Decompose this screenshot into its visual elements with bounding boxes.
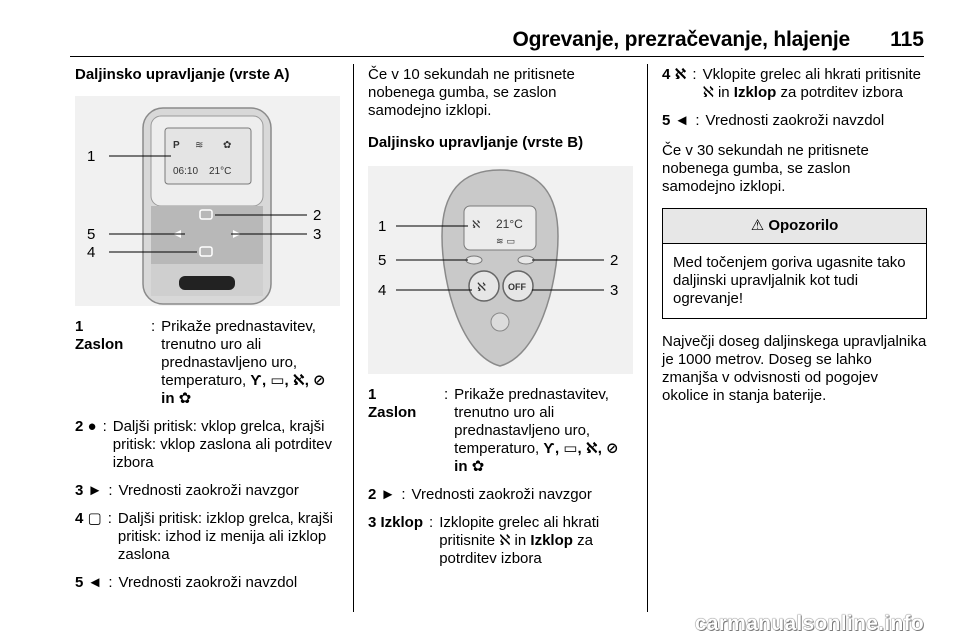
warning-body: Med točenjem goriva ugasnite tako daljin… <box>673 254 906 307</box>
button-right-b[interactable] <box>517 255 535 265</box>
page-header-title: Ogrevanje, prezračevanje, hlajenje <box>512 28 850 51</box>
column-divider-1 <box>353 64 354 612</box>
paragraph-timeout-30s: Če v 30 sekundah ne pritisnete nobenega … <box>662 142 869 195</box>
callout-b-3: 3 <box>610 282 618 299</box>
heat-icon-b: ℵ <box>477 280 486 294</box>
column-middle: Če v 10 sekundah ne pritisnete nobenega … <box>368 64 633 568</box>
legend-b-entry-2: 2 ► : Vrednosti zaokroži navzgor <box>368 486 592 503</box>
button-left-b[interactable] <box>465 255 483 265</box>
column-divider-2 <box>647 64 648 612</box>
section-heading-type-a: Daljinsko upravljanje (vrste A) <box>75 66 290 83</box>
callout-b-4: 4 <box>378 282 386 299</box>
page-number: 115 <box>890 28 924 51</box>
legend-entry-1: 1 Zaslon : Prikaže prednastavitev, trenu… <box>75 318 340 408</box>
header-rule <box>70 56 924 57</box>
warning-box: ⚠ Opozorilo Med točenjem goriva ugasnite… <box>662 208 927 319</box>
button-off[interactable] <box>199 246 213 257</box>
warning-title: Opozorilo <box>768 217 839 234</box>
button-off-b[interactable] <box>502 270 534 302</box>
legend-b-entry-1: 1 Zaslon : Prikaže prednastavitev, trenu… <box>368 386 619 475</box>
inline-icons: Ƴ, ▭, ℵ, ⊘ <box>543 440 619 457</box>
legend-term: 1 Zaslon <box>75 318 124 353</box>
button-heat-b[interactable] <box>468 270 500 302</box>
callout-b-2: 2 <box>610 252 618 269</box>
display-time: 06:10 <box>173 166 198 177</box>
callout-3: 3 <box>313 226 321 243</box>
callout-1: 1 <box>87 148 95 165</box>
display-temp-b: 21°C <box>496 217 523 231</box>
fan-icon: ✿ <box>223 140 231 151</box>
remote-type-a-illustration: P ≋ ✿ 06:10 21°C 1 2 3 4 5 <box>87 107 321 305</box>
legend-b-entry-3: 3 Izklop : Izklopite grelec ali hkrati p… <box>368 514 600 567</box>
callout-4: 4 <box>87 244 95 261</box>
display-temp: 21°C <box>209 166 231 177</box>
column-right: 4 ℵ : Vklopite grelec ali hkrati pritisn… <box>662 64 927 405</box>
remote-type-b-figure: 21°C ℵ ≋ ▭ ℵ OFF 1 2 3 4 5 <box>368 166 633 374</box>
warning-header: ⚠ Opozorilo <box>663 209 926 244</box>
display-icons-b: ≋ ▭ <box>496 237 515 247</box>
legend-entry-2: 2 ● : Daljši pritisk: vklop grelca, kraj… <box>75 418 333 471</box>
column-left: Daljinsko upravljanje (vrste A) P ≋ ✿ 06… <box>75 64 340 592</box>
remote-type-a-figure: P ≋ ✿ 06:10 21°C 1 2 3 4 5 <box>75 96 340 306</box>
warning-icon: ⚠ <box>750 217 765 234</box>
display-p-icon: P <box>173 140 180 151</box>
remote-type-b-illustration: 21°C ℵ ≋ ▭ ℵ OFF 1 2 3 4 5 <box>378 169 618 367</box>
callout-b-1: 1 <box>378 218 386 235</box>
fan-icon: in ✿ <box>454 458 485 475</box>
section-heading-type-b: Daljinsko upravljanje (vrste B) <box>368 134 584 151</box>
off-label-b: OFF <box>508 282 526 292</box>
callout-5: 5 <box>87 226 95 243</box>
legend-desc: Prikaže prednastavitev, trenutno uro ali… <box>161 318 326 407</box>
callout-b-5: 5 <box>378 252 386 269</box>
legend-b-entry-4: 4 ℵ : Vklopite grelec ali hkrati pritisn… <box>662 66 922 101</box>
legend-entry-4: 4 ▢ : Daljši pritisk: izklop grelca, kra… <box>75 510 333 563</box>
button-on[interactable] <box>199 209 213 220</box>
paragraph-timeout-10s: Če v 10 sekundah ne pritisnete nobenega … <box>368 66 575 119</box>
legend-entry-5: 5 ◄ : Vrednosti zaokroži navzdol <box>75 574 298 591</box>
callout-2: 2 <box>313 207 321 224</box>
heater-icon: ≋ <box>195 140 203 151</box>
fan-icon: in ✿ <box>161 390 192 407</box>
paragraph-range: Največji doseg daljinskega upravljalnika… <box>662 333 927 404</box>
legend-b-entry-5: 5 ◄ : Vrednosti zaokroži navzdol <box>662 112 885 129</box>
heater-icon-b: ℵ <box>472 218 480 231</box>
legend-entry-3: 3 ► : Vrednosti zaokroži navzgor <box>75 482 299 499</box>
watermark: carmanualsonline.info <box>694 612 924 635</box>
inline-icons: Ƴ, ▭, ℵ, ⊘ <box>250 372 326 389</box>
